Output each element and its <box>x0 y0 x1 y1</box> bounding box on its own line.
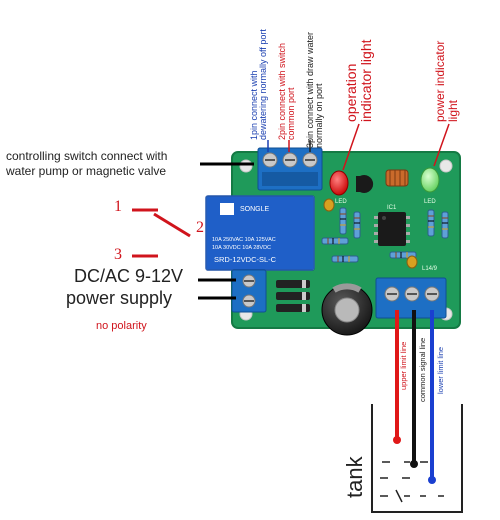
pin2-label: 2pin connect with switch common port <box>277 43 297 140</box>
tank-label: tank <box>342 456 367 498</box>
relay-rating-2: 10A 30VDC 10A 28VDC <box>212 245 271 251</box>
power-terminal-block <box>231 269 267 313</box>
coil <box>385 169 409 187</box>
upper-limit-probe <box>393 436 401 444</box>
ic-chip <box>374 212 410 246</box>
led-right-mark: LED <box>424 199 436 205</box>
lower-limit-label: lower limit line <box>436 346 445 394</box>
electrolytic-capacitor <box>321 283 373 336</box>
operation-led-pointer <box>342 123 360 171</box>
transistor <box>360 175 374 193</box>
common-signal-probe <box>410 460 418 468</box>
ceramic-cap-2 <box>406 255 418 269</box>
ic-mark: IC1 <box>387 205 397 211</box>
switch-connection-line-1: controlling switch connect with <box>6 149 168 163</box>
sensor-terminal-block <box>375 277 447 319</box>
relay-model: SRD-12VDC-SL-C <box>214 255 277 264</box>
pin1-label: 1pin connect with dewatering normally of… <box>249 29 269 140</box>
transistor-body <box>356 176 362 192</box>
switch-connection-line-2: water pump or magnetic valve <box>6 164 167 178</box>
lower-limit-probe <box>428 476 436 484</box>
switch-connection-label: controlling switch connect with water pu… <box>6 149 167 179</box>
relay-brand: SONGLE <box>240 206 270 213</box>
top-terminal-block <box>257 147 323 191</box>
pin2-label-line-2: common port <box>286 87 297 140</box>
tank-water-levels <box>380 461 444 503</box>
resistor-2 <box>353 211 361 239</box>
switch-contact-2 <box>153 212 191 238</box>
resistor-3 <box>427 209 435 237</box>
power-indicator-label: power indicator light <box>433 40 460 122</box>
board-version-mark: L14/9 <box>422 266 438 272</box>
relay-rating-1: 10A 250VAC 10A 125VAC <box>212 237 276 243</box>
pin1-label-line-2: dewatering normally off port <box>258 29 269 140</box>
operation-indicator-label: operation indicator light <box>343 39 374 123</box>
resistor-1 <box>339 207 347 235</box>
switch-number-3: 3 <box>114 246 122 263</box>
green-led <box>420 167 440 193</box>
operation-label-line-2: indicator light <box>357 39 374 123</box>
resistor-6 <box>331 255 359 263</box>
pin3-label-line-2: normally on port <box>314 83 325 148</box>
operation-label-line-1: operation <box>343 63 359 122</box>
upper-limit-label: upper limit line <box>399 341 408 390</box>
tank-outline <box>371 404 463 513</box>
pin3-label: 3pin connect with draw water normally on… <box>305 32 325 148</box>
switch-number-2: 2 <box>196 219 204 236</box>
supply-voltage-label: DC/AC 9-12V <box>74 266 184 286</box>
diode-1 <box>276 292 310 300</box>
diode-2 <box>276 304 310 312</box>
diode-3 <box>276 280 310 288</box>
led-left-mark: LED <box>335 199 347 205</box>
relay-logo <box>220 203 234 215</box>
no-polarity-label: no polarity <box>96 320 147 332</box>
resistor-4 <box>441 211 449 239</box>
mount-hole-tl <box>239 159 253 173</box>
common-signal-label: common signal line <box>418 337 427 402</box>
supply-text-label: power supply <box>66 288 173 308</box>
power-led-pointer <box>433 123 450 167</box>
switch-number-1: 1 <box>114 198 122 215</box>
red-led <box>329 170 349 196</box>
resistor-5 <box>321 237 349 245</box>
power-label-line-2: light <box>445 99 460 122</box>
mount-hole-tr <box>439 159 453 173</box>
power-label-line-1: power indicator <box>433 40 447 122</box>
ceramic-cap-1 <box>323 198 335 212</box>
